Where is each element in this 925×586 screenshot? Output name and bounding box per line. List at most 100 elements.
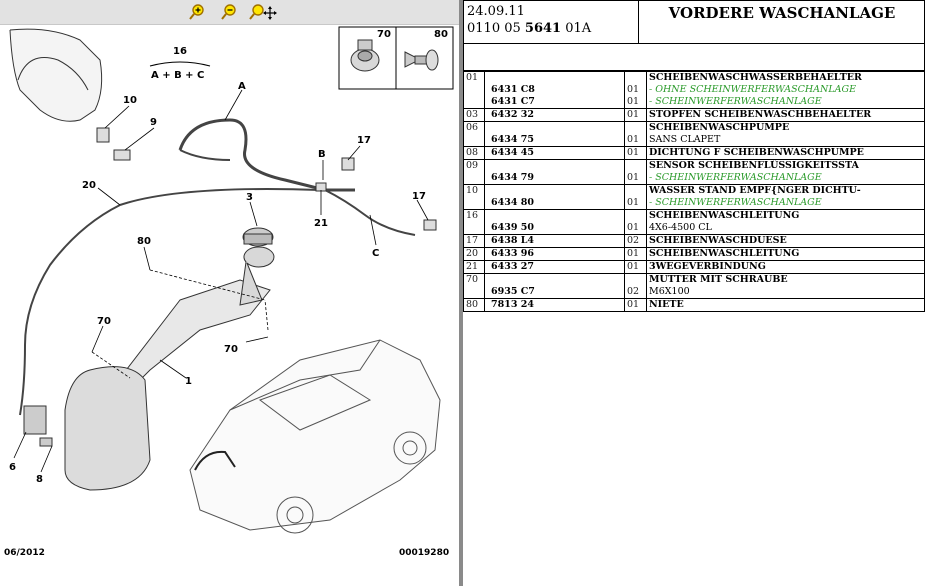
part-reference[interactable]: 6432 32 (491, 109, 534, 120)
washer-reservoir (64, 246, 275, 491)
zoom-in-icon[interactable] (188, 3, 206, 21)
row-position: 10 (463, 184, 485, 210)
part-note: SANS CLAPET (649, 134, 721, 145)
header-spacer (463, 42, 925, 71)
table-row[interactable]: 10 6434 80 01 WASSER STAND EMPF{NGER DICHTU… (463, 184, 925, 210)
quantity-value: 01 (627, 197, 640, 208)
callout-80: 80 (137, 236, 151, 247)
table-row[interactable]: 20 6433 96 01 SCHEIBENWASCHLEITUNG (463, 247, 925, 261)
panel-divider[interactable] (459, 0, 463, 586)
part-condition: - SCHEINWERFERWASCHANLAGE (649, 197, 822, 208)
row-quantity: 01 (624, 260, 647, 274)
row-reference[interactable]: 6434 80 (484, 184, 625, 210)
group-brace (149, 61, 211, 67)
group-formula: A + B + C (151, 70, 204, 81)
row-reference[interactable]: 6935 C7 (484, 273, 625, 299)
group-number: 16 (173, 46, 187, 57)
row-reference[interactable]: 6434 75 (484, 121, 625, 147)
part-reference[interactable]: 6434 45 (491, 147, 534, 158)
part-condition: - SCHEINWERFERWASCHANLAGE (649, 172, 822, 183)
quantity-value: 01 (627, 248, 640, 259)
row-position: 20 (463, 247, 485, 261)
row-reference[interactable]: 6433 96 (484, 247, 625, 261)
callout-3: 3 (246, 192, 253, 203)
quantity-value: 01 (627, 84, 640, 95)
part-condition: - SCHEINWERFERWASCHANLAGE (649, 96, 822, 107)
quantity-value: 01 (627, 109, 640, 120)
part-reference[interactable]: 6935 C7 (491, 286, 535, 297)
part-description: SCHEIBENWASCHLEITUNG (649, 210, 800, 221)
part-description: MUTTER MIT SCHRAUBE (649, 274, 788, 285)
callout-leaders (13, 89, 429, 473)
washer-pump (23, 405, 53, 447)
row-position: 80 (463, 298, 485, 312)
part-description: SCHEIBENWASCHLEITUNG (649, 248, 800, 259)
page-title: VORDERE WASCHANLAGE (668, 4, 896, 22)
row-quantity: 01 (624, 146, 647, 160)
parts-drawing: 70 80 16 A + B + C (9, 26, 454, 534)
reservoir-upper-part (9, 28, 103, 122)
part-reference[interactable]: 6433 96 (491, 248, 534, 259)
row-reference[interactable]: 6438 L4 (484, 234, 625, 248)
part-reference[interactable]: 6431 C7 (491, 96, 535, 107)
inset-70-label: 70 (377, 29, 391, 40)
row-description: STOPFEN SCHEIBENWASCHBEHAELTER (646, 108, 925, 122)
exploded-diagram-panel: 70 80 16 A + B + C (0, 0, 459, 586)
row-reference[interactable]: 6439 50 (484, 209, 625, 235)
quantity-value: 02 (627, 286, 640, 297)
zoom-pan-icon[interactable] (248, 3, 278, 21)
part-description: SCHEIBENWASCHDUESE (649, 235, 787, 246)
diagram-number: 00019280 (399, 548, 450, 558)
row-quantity: 01 (624, 108, 647, 122)
row-description: SCHEIBENWASCHWASSERBEHAELTER- OHNE SCHEI… (646, 71, 925, 109)
row-description: DICHTUNG F SCHEIBENWASCHPUMPE (646, 146, 925, 160)
quantity-value: 01 (627, 222, 640, 233)
inset-80-label: 80 (434, 29, 448, 40)
part-description: SCHEIBENWASCHWASSERBEHAELTER (649, 72, 862, 83)
callout-C: C (372, 248, 379, 259)
row-reference[interactable]: 6434 79 (484, 159, 625, 185)
detail-inset-80: 80 (395, 26, 454, 90)
part-reference[interactable]: 6438 L4 (491, 235, 535, 246)
callout-70a: 70 (97, 316, 111, 327)
part-reference[interactable]: 7813 24 (491, 299, 534, 310)
row-reference[interactable]: 6434 45 (484, 146, 625, 160)
part-reference[interactable]: 6433 27 (491, 261, 534, 272)
part-reference[interactable]: 6431 C8 (491, 84, 535, 95)
row-description: WASSER STAND EMPF{NGER DICHTU-- SCHEINWE… (646, 184, 925, 210)
row-reference[interactable]: 7813 24 (484, 298, 625, 312)
row-reference[interactable]: 6432 32 (484, 108, 625, 122)
quantity-value: 01 (627, 172, 640, 183)
part-condition: - OHNE SCHEINWERFERWASCHANLAGE (649, 84, 857, 95)
row-position: 09 (463, 159, 485, 185)
row-reference[interactable]: 6433 27 (484, 260, 625, 274)
row-quantity: 01 (624, 159, 647, 185)
row-position: 08 (463, 146, 485, 160)
part-reference[interactable]: 6439 50 (491, 222, 534, 233)
zoom-out-icon[interactable] (220, 3, 238, 21)
ref-bold: 5641 (524, 21, 562, 36)
parts-list-panel: 24.09.11 0110 05 5641 01A VORDERE WASCHA… (463, 0, 925, 586)
row-quantity: 01 (624, 247, 647, 261)
part-reference[interactable]: 6434 75 (491, 134, 534, 145)
part-description: 3WEGEVERBINDUNG (649, 261, 766, 272)
quantity-value: 01 (627, 261, 640, 272)
part-reference[interactable]: 6434 80 (491, 197, 534, 208)
detail-inset-70: 70 (338, 26, 397, 90)
part-description: STOPFEN SCHEIBENWASCHBEHAELTER (649, 109, 872, 120)
pump-sensor-parts (96, 127, 437, 231)
part-reference[interactable]: 6434 79 (491, 172, 534, 183)
row-quantity: 02 (624, 234, 647, 248)
